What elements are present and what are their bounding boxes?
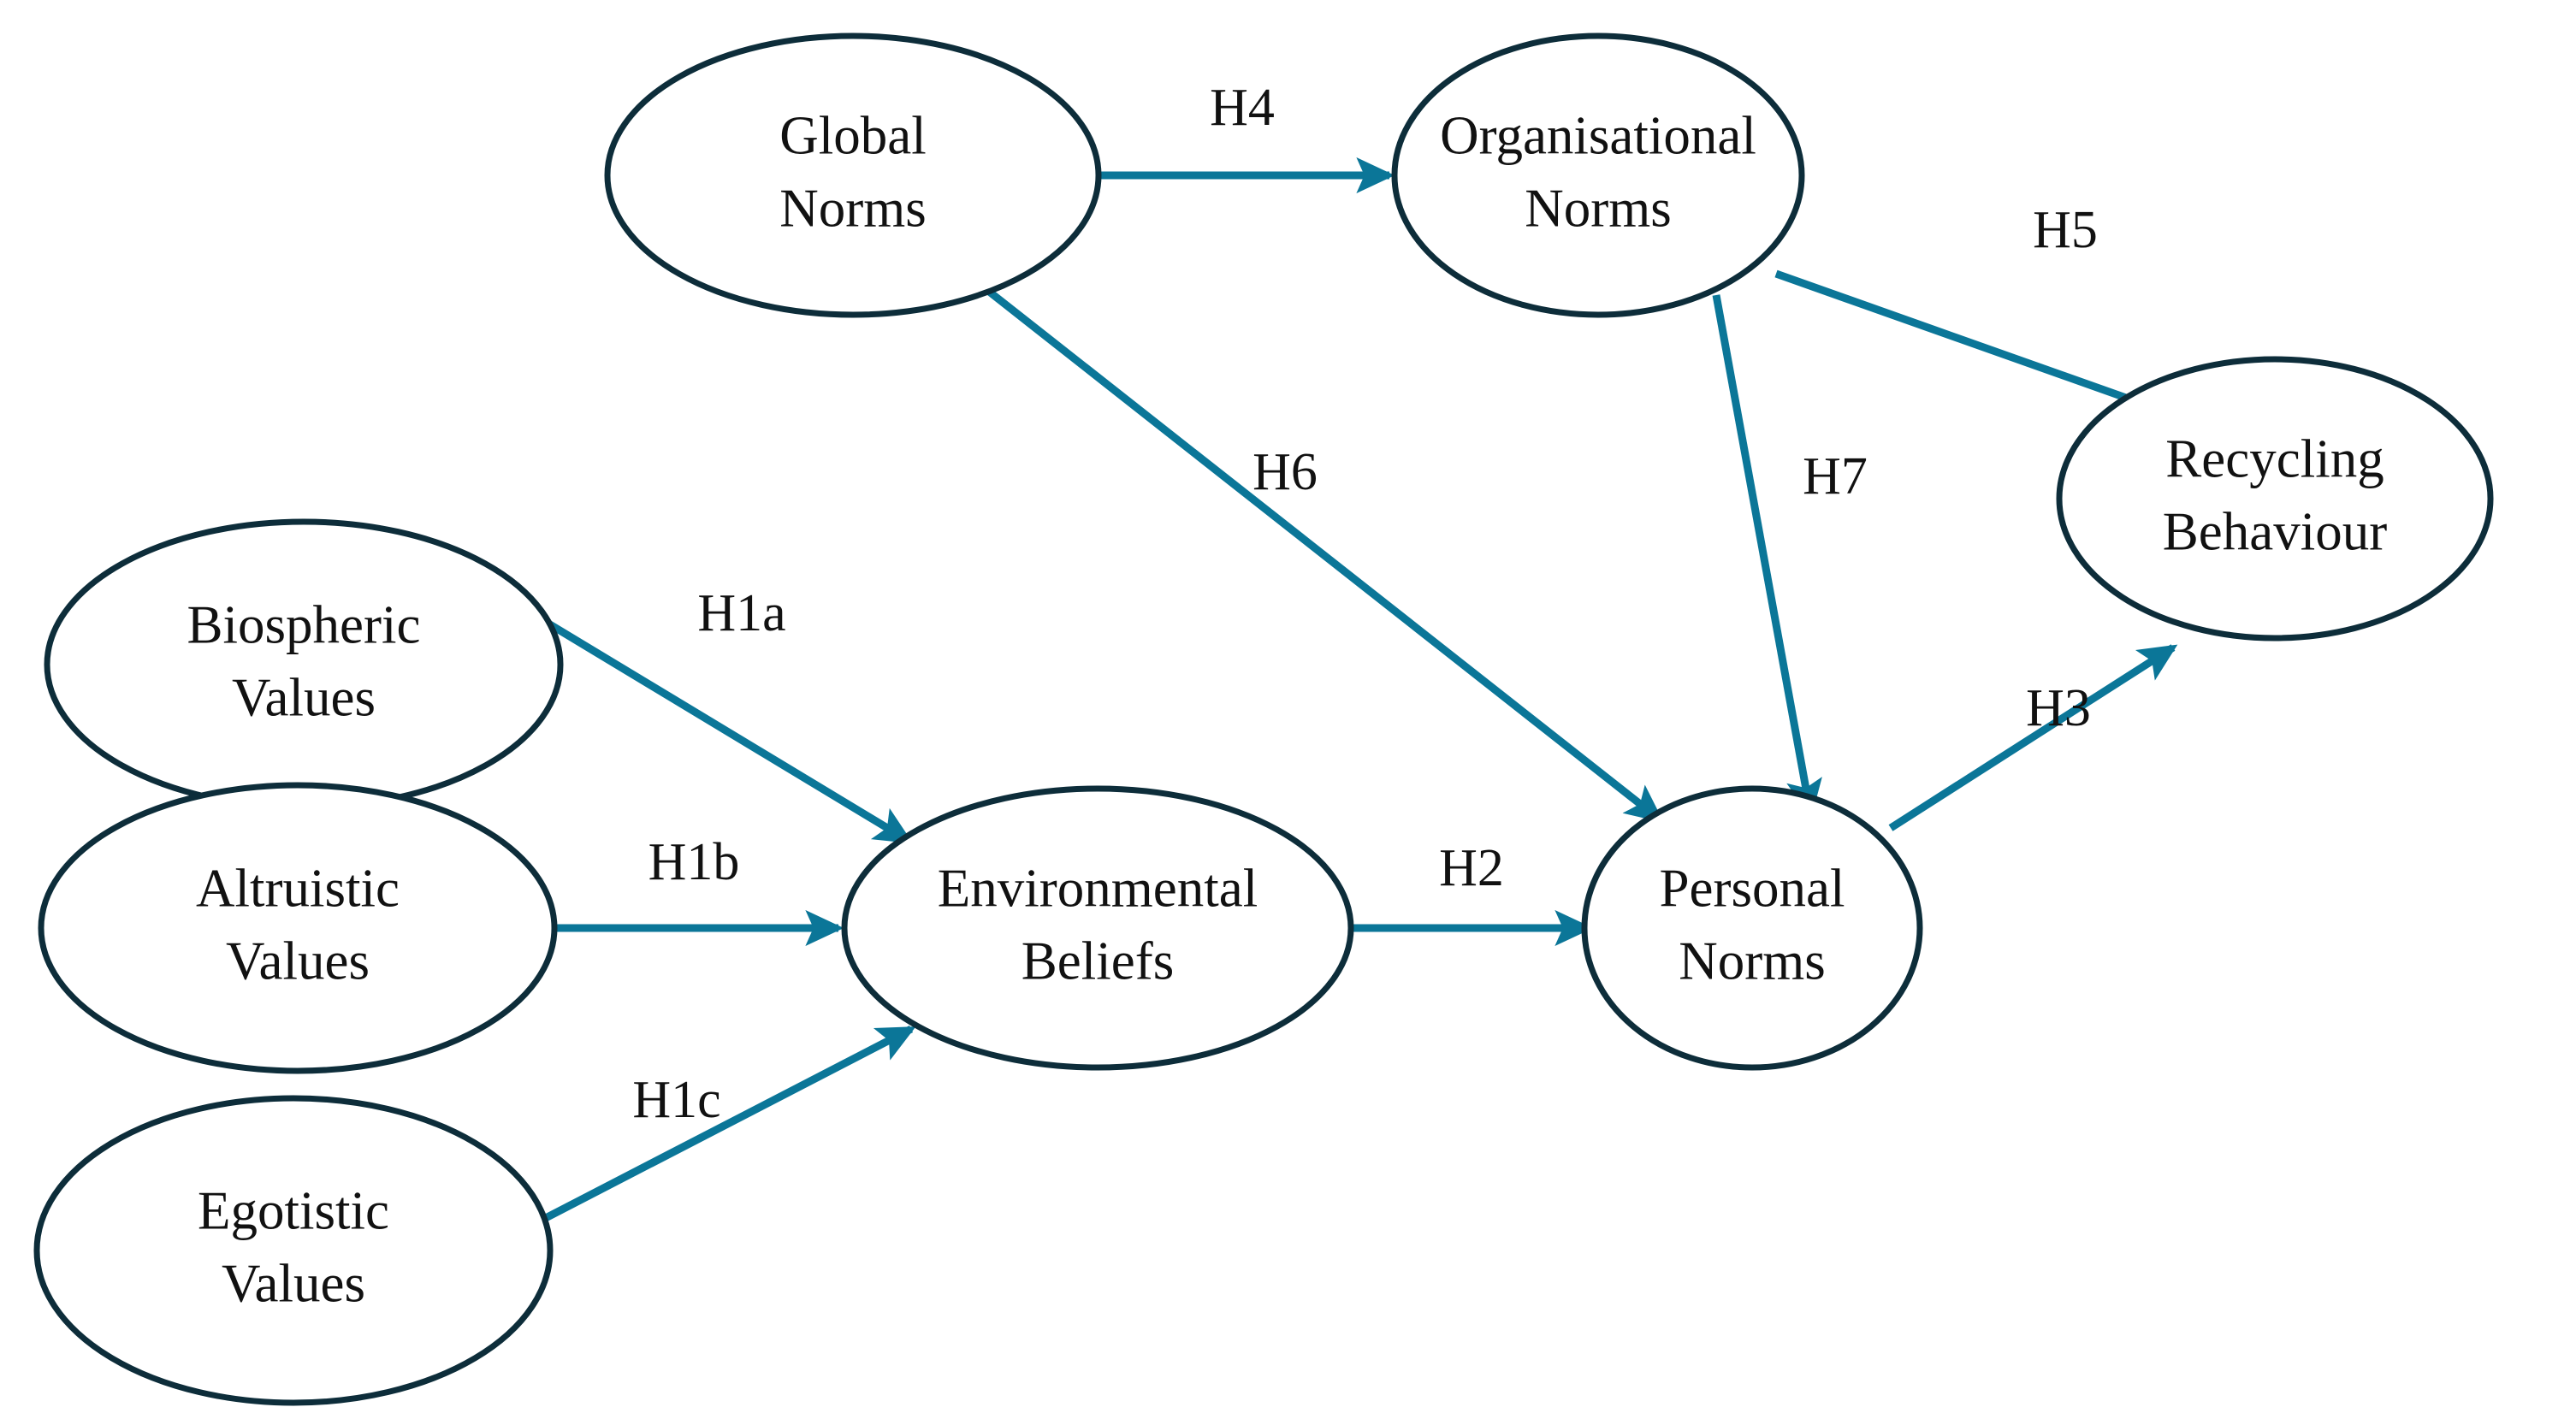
node-label-environmental-beliefs-line1: Environmental (938, 858, 1258, 918)
node-shape-recycling-behaviour (2056, 356, 2494, 642)
node-label-egotistic-values-line1: Egotistic (198, 1180, 389, 1240)
node-label-global-norms-line1: Global (779, 105, 926, 165)
node-label-environmental-beliefs-line2: Beliefs (1022, 931, 1174, 990)
node-shape-environmental-beliefs (841, 785, 1354, 1071)
nodes-layer: GlobalNormsOrganisationalNormsRecyclingB… (33, 33, 2494, 1406)
edge-label-h5: H5 (2033, 201, 2098, 259)
node-label-organisational-norms-line1: Organisational (1440, 105, 1756, 165)
edge-label-h1a: H1a (697, 584, 785, 642)
edge-label-h1b: H1b (648, 833, 740, 891)
edge-label-h6: H6 (1252, 443, 1318, 501)
node-label-egotistic-values-line2: Values (222, 1253, 365, 1313)
node-label-altruistic-values-line2: Values (226, 931, 370, 990)
node-shape-biospheric-values (44, 518, 564, 811)
node-shape-global-norms (604, 33, 1102, 318)
node-shape-altruistic-values (38, 782, 558, 1074)
node-shape-egotistic-values (33, 1095, 554, 1406)
edge-h3 (1888, 644, 2178, 831)
node-label-global-norms-line2: Norms (779, 178, 927, 238)
node-label-biospheric-values-line2: Values (232, 667, 376, 727)
edge-h6 (986, 287, 1664, 823)
node-shape-personal-norms (1581, 785, 1923, 1071)
node-label-altruistic-values-line1: Altruistic (196, 858, 400, 918)
node-label-recycling-behaviour-line1: Recycling (2165, 429, 2384, 488)
node-label-personal-norms-line1: Personal (1660, 858, 1845, 918)
node-label-biospheric-values-line1: Biospheric (187, 594, 421, 654)
edge-h1a (542, 618, 914, 844)
edge-label-h4: H4 (1210, 79, 1275, 137)
edge-label-h1c: H1c (632, 1071, 720, 1129)
node-label-personal-norms-line2: Norms (1679, 931, 1826, 990)
edge-label-h2: H2 (1439, 839, 1504, 897)
edges-layer (538, 157, 2208, 1224)
edge-label-h3: H3 (2026, 679, 2091, 737)
node-label-organisational-norms-line2: Norms (1525, 178, 1672, 238)
edge-h1c (538, 1026, 916, 1224)
node-label-recycling-behaviour-line2: Behaviour (2163, 501, 2387, 561)
edge-label-h7: H7 (1803, 447, 1868, 506)
node-shape-organisational-norms (1391, 33, 1805, 318)
edge-h7 (1712, 294, 1822, 819)
